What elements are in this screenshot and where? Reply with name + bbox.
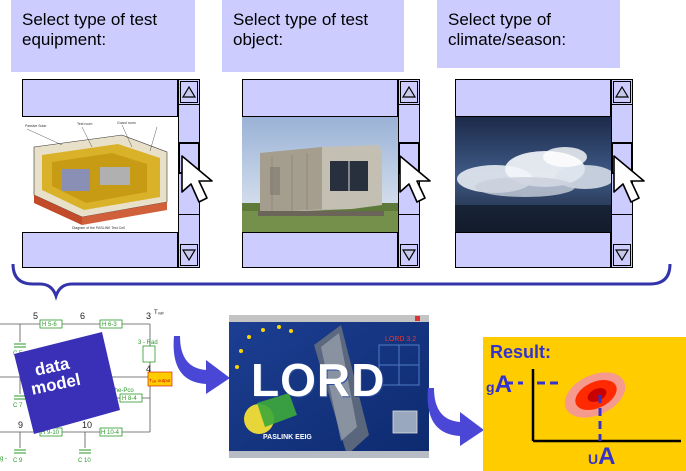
- selector-slot-bottom[interactable]: [22, 232, 178, 268]
- paslink-logo-text: PASLINK EEIG: [263, 434, 312, 441]
- node-label: 4: [146, 364, 151, 374]
- object-label: Select type of test object:: [222, 0, 404, 72]
- conductance-label: H 6-3: [102, 322, 117, 328]
- climate-sky-photo[interactable]: [455, 117, 611, 232]
- triangle-down-icon: [401, 249, 417, 262]
- tout-label: T₀ₐₜ: [154, 310, 164, 316]
- svg-text:Diagram of the PASLINK Test Ce: Diagram of the PASLINK Test Cell: [72, 226, 125, 230]
- climate-label-line1: Select type of: [448, 10, 552, 29]
- selector-slot-top[interactable]: [242, 79, 398, 117]
- capacity-label: C 7: [13, 403, 23, 409]
- climate-selector[interactable]: [455, 79, 633, 268]
- flow-arrow-icon: [427, 388, 484, 446]
- node-label: 10: [82, 420, 92, 430]
- conductance-label: H 5-6: [42, 322, 57, 328]
- selector-slot-top[interactable]: [22, 79, 178, 117]
- scroll-down-button[interactable]: [613, 244, 631, 266]
- triangle-up-icon: [401, 85, 417, 98]
- x-axis-label-main: A: [598, 443, 616, 470]
- x-axis-label-sub: U: [588, 451, 599, 467]
- selection-bracket: [11, 263, 672, 301]
- conductance-label: H 8-4: [122, 396, 137, 402]
- triangle-up-icon: [181, 85, 197, 98]
- output-label: T₀ₐₜ output: [149, 378, 171, 383]
- x-axis-label: UA: [588, 443, 615, 471]
- lord-title: LORD: [251, 354, 386, 406]
- y-axis-label: gA: [486, 371, 512, 399]
- capacity-label: C 9: [13, 458, 23, 464]
- triangle-up-icon: [614, 85, 630, 98]
- scroll-up-button[interactable]: [180, 81, 198, 103]
- source-label: 3 - Rad: [138, 340, 158, 346]
- object-label-line2: object:: [233, 30, 284, 49]
- climate-label: Select type of climate/season:: [437, 0, 620, 68]
- object-selector[interactable]: [242, 79, 420, 268]
- equipment-diagram-image[interactable]: Passive Solar Test room Guard room Diagr…: [22, 117, 178, 232]
- svg-text:Passive Solar: Passive Solar: [25, 124, 47, 128]
- result-panel: Result: gA UA: [483, 337, 686, 471]
- equipment-selector[interactable]: Passive Solar Test room Guard room Diagr…: [22, 79, 200, 268]
- test-object-photo[interactable]: [242, 117, 398, 232]
- selector-slot-bottom[interactable]: [455, 232, 611, 268]
- mouse-pointer-icon: [399, 155, 431, 203]
- object-scrollbar[interactable]: [398, 79, 420, 268]
- equipment-label-line2: equipment:: [22, 30, 107, 49]
- object-label-line1: Select type of test: [233, 10, 369, 29]
- svg-text:Test room: Test room: [77, 122, 92, 126]
- conductance-label: H 9-10: [41, 430, 60, 436]
- scroll-up-button[interactable]: [613, 81, 631, 103]
- source-label: 4 - Phe-Pco: [102, 388, 134, 394]
- mouse-pointer-icon: [613, 155, 645, 203]
- flow-arrow-icon: [173, 336, 230, 394]
- svg-text:Guard room: Guard room: [117, 121, 136, 125]
- capacity-label: C 10: [78, 458, 91, 464]
- conductance-label: H 10-4: [101, 430, 120, 436]
- scroll-down-button[interactable]: [400, 244, 418, 266]
- y-axis-label-sub: g: [486, 379, 495, 395]
- lord-software-window[interactable]: LORD 3.2 PASLINK EEIG LORD: [229, 315, 429, 458]
- scroll-up-button[interactable]: [400, 81, 418, 103]
- result-title: Result:: [490, 342, 552, 362]
- mouse-pointer-icon: [181, 155, 213, 203]
- equipment-label: Select type of test equipment:: [11, 0, 195, 72]
- selector-slot-bottom[interactable]: [242, 232, 398, 268]
- y-axis-label-main: A: [494, 371, 512, 398]
- node-label: 9: [18, 420, 23, 430]
- selector-slot-top[interactable]: [455, 79, 611, 117]
- triangle-down-icon: [181, 249, 197, 262]
- node-label: 6: [80, 311, 85, 321]
- climate-label-line2: climate/season:: [448, 30, 567, 49]
- scroll-down-button[interactable]: [180, 244, 198, 266]
- data-model-circuit-diagram: 5 6 3 4 9 10 H 5-6 H 6-3 H 8-4 H 9-10 H …: [0, 310, 173, 464]
- equipment-label-line1: Select type of test: [22, 10, 158, 29]
- lord-version-label: LORD 3.2: [385, 336, 416, 343]
- node-label: 3: [146, 311, 151, 321]
- triangle-down-icon: [614, 249, 630, 262]
- node-label: 5: [33, 311, 38, 321]
- source-label: g -: [0, 456, 7, 462]
